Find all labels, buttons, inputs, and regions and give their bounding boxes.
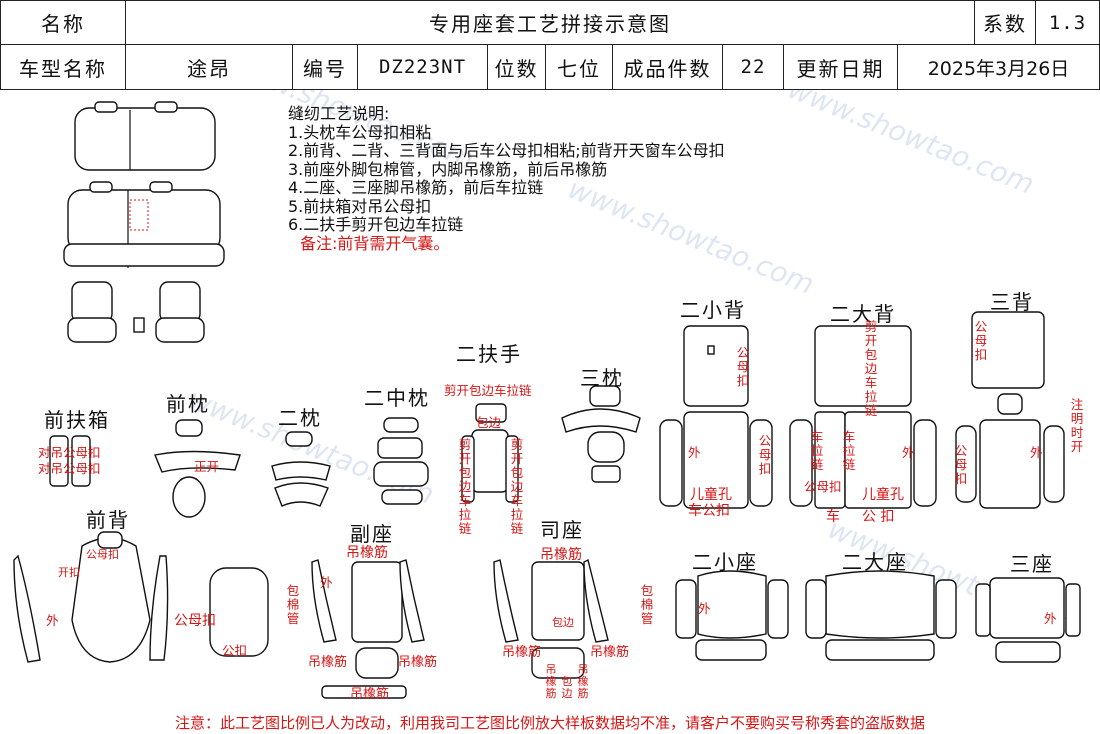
annotation: 外 — [1030, 445, 1043, 460]
annotation: 公扣 — [222, 643, 248, 658]
annotation: 吊橡筋 — [545, 663, 557, 700]
annotation: 剪开包边车拉链 — [458, 437, 472, 536]
label-third-back: 三背 — [990, 290, 1034, 314]
annotation: 对吊公母扣 — [38, 445, 101, 460]
annotation: 外 — [46, 613, 59, 628]
annotation: 外 — [902, 445, 915, 460]
code-value: DZ223NT — [357, 44, 488, 90]
label-second-big-back: 二大背 — [830, 302, 896, 326]
annotation: 车拉链 — [810, 429, 824, 472]
note-item: 2.前背、二背、三背面与后车公母扣相粘;前背开天窗车公母扣 — [288, 141, 725, 160]
annotation: 包棉管 — [286, 583, 300, 626]
label-second-big-seat: 二大座 — [842, 550, 908, 574]
annotation: 剪开包边车拉链 — [444, 383, 532, 398]
annotation: 车 — [826, 509, 840, 525]
coef-label: 系数 — [974, 0, 1036, 45]
label-third-headrest: 三枕 — [580, 366, 624, 390]
label-front-armrest: 前扶箱 — [44, 408, 110, 432]
header-table: 名称 专用座套工艺拼接示意图 系数 1.3 车型名称 途昂 编号 DZ223NT… — [0, 0, 1100, 90]
annotation: 儿童孔 — [862, 487, 904, 503]
annotation: 吊橡筋 — [540, 547, 582, 563]
annotation: 开扣 — [58, 566, 80, 579]
annotation: 公母扣 — [86, 548, 119, 561]
annotation: 公母扣 — [974, 319, 988, 362]
annotation: 剪开包边车拉链 — [510, 437, 524, 536]
annotation: 公母扣 — [736, 345, 750, 388]
label-second-armrest: 二扶手 — [456, 342, 522, 366]
annotation: 吊橡筋 — [577, 663, 589, 700]
annotation: 包边 — [476, 415, 502, 430]
annotation: 吊橡筋 — [350, 687, 390, 702]
annotation: 公母扣 — [174, 613, 216, 629]
pieces-label: 成品件数 — [612, 44, 723, 90]
annotation: 剪开包边车拉链 — [864, 319, 878, 418]
seats-label: 位数 — [487, 44, 546, 90]
annotation: 吊橡筋 — [398, 655, 438, 670]
code-label: 编号 — [292, 44, 358, 90]
label-front-back: 前背 — [86, 508, 130, 532]
label-passenger-seat: 副座 — [350, 522, 394, 546]
annotation: 公 扣 — [862, 509, 895, 525]
annotation: 对吊公母扣 — [38, 461, 101, 476]
note-item: 4.二座、三座脚吊橡筋，前后车拉链 — [288, 178, 544, 197]
label-front-headrest: 前枕 — [166, 392, 210, 416]
annotation: 包边 — [561, 675, 573, 700]
label-third-seat: 三座 — [1010, 552, 1054, 576]
note-item: 6.二扶手剪开包边车拉链 — [288, 215, 464, 234]
label-driver-seat: 司座 — [540, 518, 584, 542]
annotation: 外 — [320, 575, 333, 590]
annotation: 外 — [688, 445, 701, 460]
car-overview-drawing — [63, 101, 225, 343]
annotation: 儿童孔 — [690, 487, 732, 503]
label-second-small-seat: 二小座 — [692, 550, 758, 574]
annotation: 公母扣 — [954, 443, 968, 486]
annotation: 包边 — [552, 616, 574, 629]
footer-warning: 注意：此工艺图比例已人为改动，利用我司工艺图比例放大样板数据均不准，请客户不要购… — [174, 713, 925, 732]
model-label: 车型名称 — [0, 44, 126, 90]
label-second-headrest: 二枕 — [278, 406, 322, 430]
annotation: 车拉链 — [842, 429, 856, 472]
annotation: 吊橡筋 — [590, 645, 630, 660]
coef-value: 1.3 — [1035, 0, 1100, 45]
pieces-value: 22 — [722, 44, 784, 90]
note-item: 3.前座外脚包棉管，内脚吊橡筋，前后吊橡筋 — [288, 159, 608, 179]
annotation: 包棉管 — [640, 583, 654, 626]
notes-remark: 备注:前背需开气囊。 — [300, 233, 450, 253]
annotation: 吊橡筋 — [346, 545, 388, 561]
sewing-notes: 缝纫工艺说明: 1.头枕车公母扣相粘 2.前背、二背、三背面与后车公母扣相粘;前… — [288, 104, 725, 253]
annotation: 正开 — [194, 459, 220, 474]
front-armrest-piece — [49, 435, 69, 487]
annotation: 吊橡筋 — [502, 645, 542, 660]
annotation: 公母扣 — [758, 433, 772, 476]
name-label: 名称 — [0, 0, 126, 45]
annotation: 公母扣 — [804, 479, 842, 494]
notes-title: 缝纫工艺说明: — [288, 104, 390, 123]
annotation: 外 — [1044, 611, 1057, 626]
note-item: 5.前扶箱对吊公母扣 — [288, 196, 432, 216]
annotation: 注明时开 — [1070, 397, 1084, 454]
annotation: 吊橡筋 — [308, 655, 348, 670]
note-item: 1.头枕车公母扣相粘 — [288, 122, 432, 142]
annotation: 外 — [698, 601, 711, 616]
seats-value: 七位 — [545, 44, 613, 90]
annotation: 车公扣 — [688, 503, 730, 519]
label-second-small-back: 二小背 — [680, 298, 746, 322]
label-second-mid-headrest: 二中枕 — [364, 386, 430, 410]
front-armrest-piece — [71, 435, 91, 487]
